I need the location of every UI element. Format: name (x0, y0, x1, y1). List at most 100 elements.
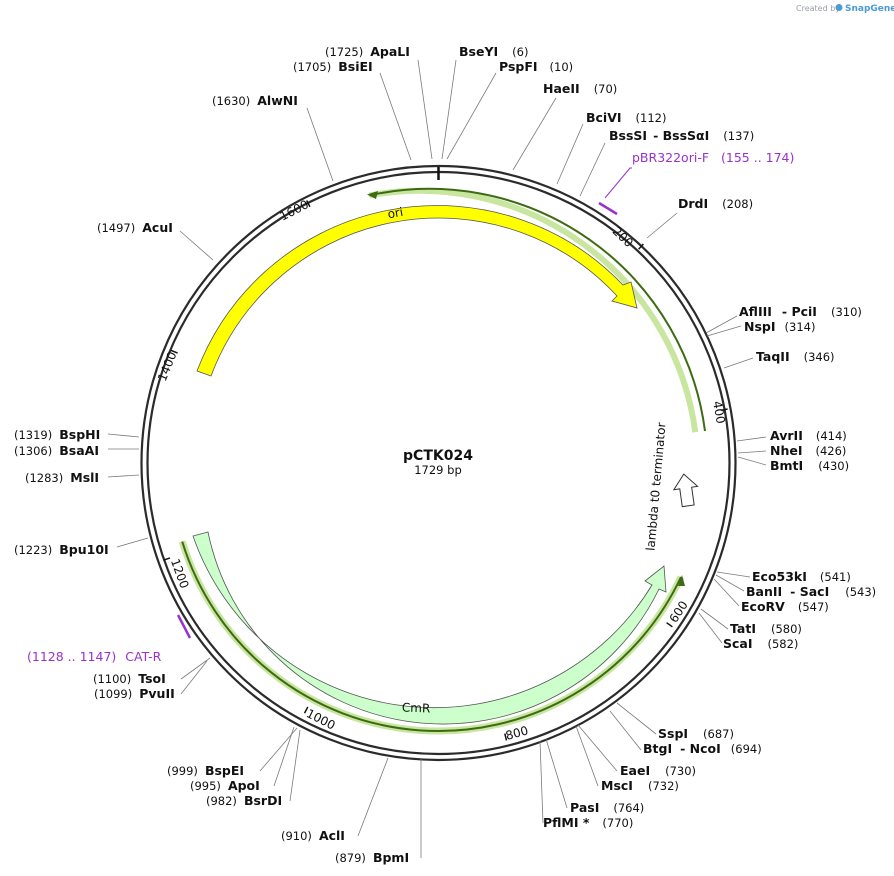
leader-bsphi (107, 433, 140, 438)
site-bpmi[interactable]: (879)BpmI (335, 850, 409, 865)
leader-pspfi (446, 72, 497, 160)
leader-acui (179, 230, 214, 261)
site-pasi[interactable]: PasI(764) (570, 800, 644, 815)
tick-mark-1200 (163, 557, 171, 561)
site-sspi[interactable]: SspI(687) (658, 726, 734, 741)
site-bsrdi[interactable]: (982)BsrDI (206, 793, 282, 808)
site-bseyi[interactable]: BseYI(6) (459, 44, 528, 59)
site-leaders (107, 59, 767, 858)
tick-label-1600: 1600 (277, 197, 311, 223)
site-bsssi[interactable]: BssSI- BssSαI(137) (609, 128, 754, 143)
site-eaei[interactable]: EaeI(730) (620, 763, 696, 778)
cmr-label: CmR (402, 701, 431, 716)
leader-pvuii (180, 660, 208, 695)
site-taqii[interactable]: TaqII(346) (756, 349, 835, 364)
leader-bcivi (556, 123, 584, 185)
leader-msli (107, 474, 140, 478)
site-bpu10i[interactable]: (1223)Bpu10I (14, 542, 109, 557)
primer-pbr322ori-f-label[interactable]: pBR322ori-F(155 .. 174) (632, 150, 794, 165)
cmr-track-arrowhead-icon (678, 575, 685, 586)
site-bspei[interactable]: (999)BspEI (167, 763, 244, 778)
site-bsiei[interactable]: (1705)BsiEI (293, 59, 373, 74)
site-acui[interactable]: (1497)AcuI (97, 220, 173, 235)
primer-pbr322ori-f-leader (604, 167, 632, 199)
leader-bmti (737, 456, 767, 466)
tick-mark-800 (504, 733, 508, 741)
ori-feature[interactable]: ori (196, 187, 706, 433)
credit-prefix: Created by (796, 4, 840, 13)
site-alwni[interactable]: (1630)AlwNI (212, 93, 298, 108)
leader-sspi (616, 702, 657, 735)
leader-pasi (545, 738, 568, 809)
ori-label: ori (386, 205, 404, 221)
site-afliii[interactable]: AflIII- PciI(310) (739, 304, 862, 319)
leader-nspi (706, 325, 742, 337)
site-acli[interactable]: (910)AclI (281, 828, 345, 843)
site-btgi[interactable]: BtgI- NcoI(694) (643, 741, 762, 756)
site-bsphi[interactable]: (1319)BspHI (14, 427, 100, 442)
leader-apoi (273, 726, 295, 787)
primer-pbr322ori-f-marker (598, 201, 618, 216)
leader-tati (700, 608, 729, 630)
leader-nhei (737, 450, 767, 454)
tick-mark-1600 (306, 200, 311, 208)
cmr-arrow (192, 531, 667, 725)
site-haeii[interactable]: HaeII(70) (543, 81, 617, 96)
terminator-label: lambda t0 terminator (643, 422, 668, 552)
leader-pflmi (539, 740, 544, 824)
leader-acli (357, 757, 389, 837)
leader-drdi (646, 212, 678, 239)
site-bcivi[interactable]: BciVI(112) (586, 110, 666, 125)
site-tsoi[interactable]: (1100)TsoI (93, 671, 166, 686)
site-apali[interactable]: (1725)ApaLI (325, 44, 410, 59)
leader-alwni (306, 107, 334, 182)
site-msli[interactable]: (1283)MslI (25, 470, 99, 485)
site-nspi[interactable]: NspI(314) (744, 319, 815, 334)
site-msci[interactable]: MscI(732) (601, 778, 679, 793)
tick-mark-400 (720, 408, 728, 412)
site-pflmi[interactable]: PflMI *(770) (543, 815, 633, 830)
leader-eaei (577, 724, 618, 772)
site-tati[interactable]: TatI(580) (730, 621, 802, 636)
plasmid-name: pCTK024 (403, 448, 473, 464)
site-drdi[interactable]: DrdI(208) (678, 196, 753, 211)
tick-marks (163, 200, 728, 741)
site-eco53ki[interactable]: Eco53kI(541) (752, 569, 851, 584)
ori-track-glow (368, 187, 699, 433)
site-bsaai[interactable]: (1306)BsaAI (14, 443, 99, 458)
terminator-feature[interactable]: lambda t0 terminator (643, 422, 700, 552)
primer-cat-r-label[interactable]: (1128 .. 1147)CAT-R (27, 649, 162, 664)
leader-btgi (609, 710, 642, 751)
leader-avrii (736, 436, 767, 442)
ori-track-arrowhead-icon (367, 191, 378, 199)
ori-track (369, 187, 706, 432)
site-scai[interactable]: ScaI(582) (723, 636, 798, 651)
site-pvuii[interactable]: (1099)PvuII (94, 686, 175, 701)
site-avrii[interactable]: AvrII(414) (770, 428, 847, 443)
leader-msci (575, 725, 599, 787)
tick-mark-200 (638, 243, 644, 250)
credit-brand: SnapGene (845, 4, 894, 14)
terminator-arrow-icon (672, 473, 699, 508)
leader-taqii (723, 357, 754, 369)
site-apoi[interactable]: (995)ApoI (190, 778, 260, 793)
leader-bsrdi (289, 729, 301, 802)
tick-mark-1000 (303, 706, 309, 714)
leader-bsssi (579, 142, 606, 197)
site-pspfi[interactable]: PspFI(10) (499, 59, 573, 74)
site-ecorv[interactable]: EcoRV(547) (741, 599, 829, 614)
leader-banii (715, 574, 745, 592)
tick-label-1400: 1400 (155, 350, 179, 384)
snapgene-logo-icon (835, 4, 843, 11)
site-labels: (1725)ApaLI (1705)BsiEI BseYI(6) PspFI(1… (14, 44, 876, 865)
site-nhei[interactable]: NheI(426) (770, 443, 846, 458)
leader-tsoi (180, 657, 211, 680)
site-bmti[interactable]: BmtI(430) (770, 458, 849, 473)
ori-arrow (196, 205, 638, 377)
site-banii[interactable]: BanII- SacI(543) (746, 584, 876, 599)
tick-mark-1400 (170, 349, 178, 354)
tick-label-400: 400 (710, 400, 728, 425)
cmr-feature[interactable]: CmR (178, 531, 685, 735)
leader-afliii (705, 315, 738, 334)
